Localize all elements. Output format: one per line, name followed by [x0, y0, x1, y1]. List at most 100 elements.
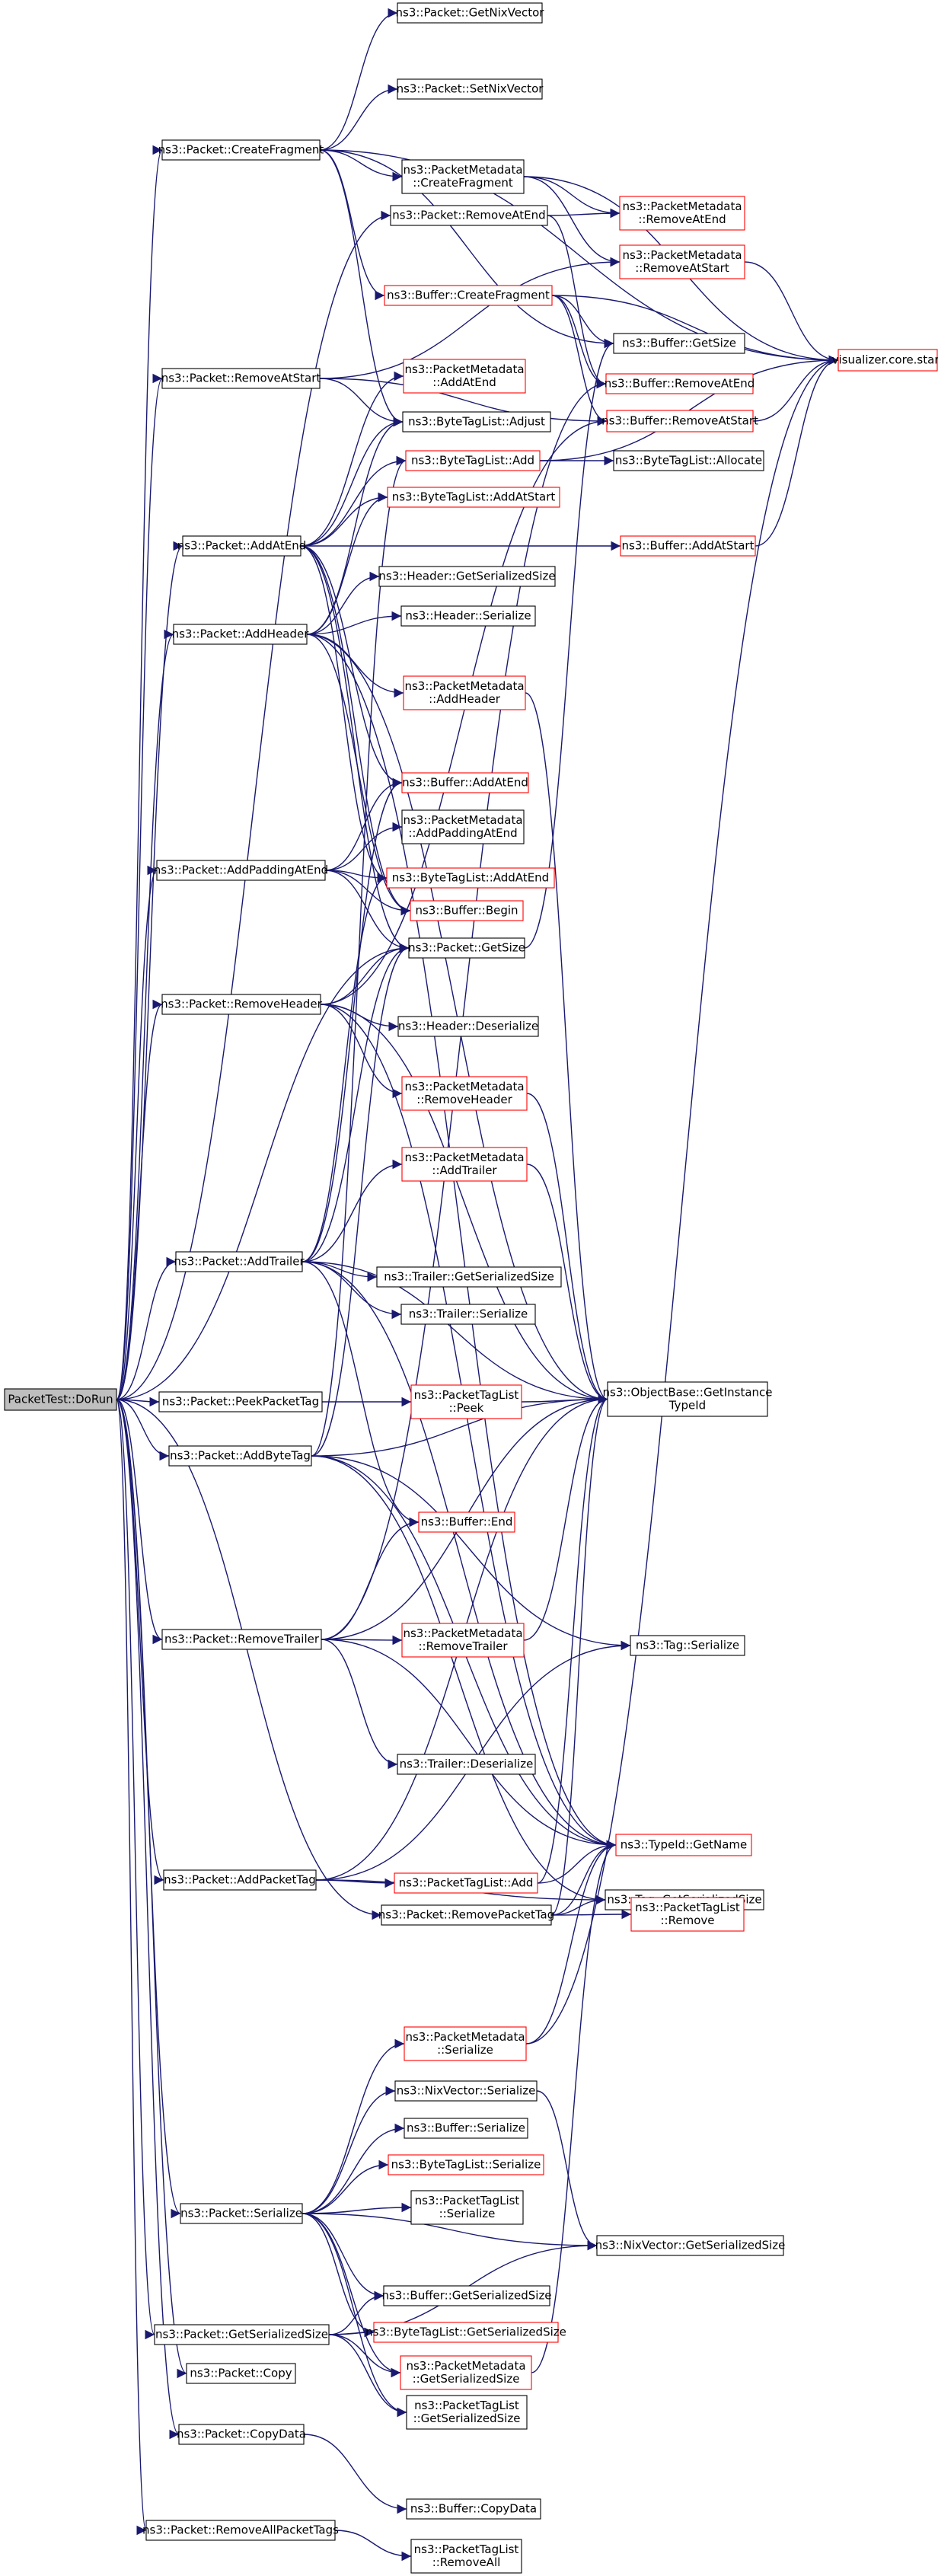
node-label: ns3::PacketMetadata: [622, 248, 742, 262]
node-box: [161, 994, 321, 1015]
edge-pm-getsersize-to-typeid-getname: [531, 1840, 617, 2373]
node-ptl-serialize[interactable]: ns3::PacketTagList::Serialize: [410, 2190, 524, 2225]
node-createfrag[interactable]: ns3::Packet::CreateFragment: [158, 139, 324, 161]
node-label: ::AddAtEnd: [432, 375, 496, 389]
node-ptl-remove[interactable]: ns3::PacketTagList::Remove: [630, 1897, 745, 1932]
node-btl-serialize[interactable]: ns3::ByteTagList::Serialize: [388, 2154, 544, 2175]
edge-addatend-to-buf-addatend: [300, 545, 403, 788]
node-getsersize[interactable]: ns3::Packet::GetSerializedSize: [154, 2324, 330, 2345]
node-peekpackettag[interactable]: ns3::Packet::PeekPacketTag: [158, 1391, 323, 1412]
node-btl-allocate[interactable]: ns3::ByteTagList::Allocate: [613, 450, 764, 471]
node-label: ns3::Buffer::Serialize: [407, 2121, 525, 2135]
node-ptl-peek[interactable]: ns3::PacketTagList::Peek: [410, 1384, 522, 1419]
edge-removetrailer-to-trl-deserialize: [321, 1639, 398, 1770]
node-hdr-getsersize[interactable]: ns3::Header::GetSerializedSize: [378, 566, 556, 587]
edge-addtrailer-to-typeid-getname: [302, 1261, 617, 1850]
node-buf-getsize[interactable]: ns3::Buffer::GetSize: [613, 333, 745, 354]
node-trl-serialize[interactable]: ns3::Trailer::Serialize: [400, 1304, 536, 1325]
node-box: [403, 359, 526, 394]
node-pm-removeatstart[interactable]: ns3::PacketMetadata::RemoveAtStart: [619, 244, 745, 279]
node-getsize[interactable]: ns3::Packet::GetSize: [408, 937, 525, 959]
node-addbytetag[interactable]: ns3::Packet::AddByteTag: [168, 1445, 312, 1467]
node-buf-addatend[interactable]: ns3::Buffer::AddAtEnd: [401, 772, 529, 793]
node-typeid-getname[interactable]: ns3::TypeId::GetName: [615, 1834, 752, 1856]
node-copy[interactable]: ns3::Packet::Copy: [186, 2363, 296, 2384]
node-label: ns3::ByteTagList::Serialize: [391, 2158, 541, 2172]
node-hdr-deserialize[interactable]: ns3::Header::Deserialize: [397, 1016, 539, 1037]
node-buf-serialize[interactable]: ns3::Buffer::Serialize: [404, 2118, 528, 2139]
edge-serialize-to-ptl-getsersize: [302, 2213, 407, 2418]
edge-addbytetag-to-getinstancetypeid: [311, 1394, 608, 1457]
node-pm-getsersize[interactable]: ns3::PacketMetadata::GetSerializedSize: [400, 2355, 532, 2390]
node-ptl-getsersize[interactable]: ns3::PacketTagList::GetSerializedSize: [406, 2395, 528, 2430]
node-removepackettag[interactable]: ns3::Packet::RemovePacketTag: [378, 1904, 555, 1926]
node-addpackettag[interactable]: ns3::Packet::AddPacketTag: [163, 1869, 317, 1891]
node-hdr-serialize[interactable]: ns3::Header::Serialize: [400, 605, 536, 627]
node-pm-addpaddingatend[interactable]: ns3::PacketMetadata::AddPaddingAtEnd: [401, 809, 525, 844]
node-box: [620, 535, 756, 557]
node-trl-deserialize[interactable]: ns3::Trailer::Deserialize: [397, 1754, 536, 1775]
node-label: ns3::Packet::GetSize: [408, 941, 525, 955]
edge-copydata-to-buf-copydata: [303, 2434, 407, 2514]
node-ptl-removeall[interactable]: ns3::PacketTagList::RemoveAll: [410, 2539, 522, 2574]
node-btl-adjust[interactable]: ns3::ByteTagList::Adjust: [402, 411, 551, 433]
node-btl-addatstart[interactable]: ns3::ByteTagList::AddAtStart: [387, 487, 560, 508]
edge-pm-addheader-to-getinstancetypeid: [525, 692, 608, 1404]
node-nix-serialize[interactable]: ns3::NixVector::Serialize: [394, 2080, 538, 2102]
node-buf-end[interactable]: ns3::Buffer::End: [418, 1511, 515, 1533]
node-btl-addatend[interactable]: ns3::ByteTagList::AddAtEnd: [386, 867, 555, 889]
node-removeheader[interactable]: ns3::Packet::RemoveHeader: [161, 994, 323, 1015]
node-pm-addheader[interactable]: ns3::PacketMetadata::AddHeader: [403, 675, 526, 710]
node-viz[interactable]: visualizer.core.start: [832, 349, 938, 372]
edge-addbytetag-to-getsize: [311, 943, 410, 1457]
node-layer: PacketTest::DoRun ns3::Packet::GetNixVect…: [4, 2, 938, 2574]
node-removeallpackettags[interactable]: ns3::Packet::RemoveAllPacketTags: [142, 2520, 339, 2541]
node-buf-removeatstart[interactable]: ns3::Buffer::RemoveAtStart: [601, 410, 758, 433]
node-getnix[interactable]: ns3::Packet::GetNixVector: [396, 2, 545, 24]
edge-buf-createfrag-to-buf-removeatend: [551, 295, 607, 389]
node-addtrailer[interactable]: ns3::Packet::AddTrailer: [174, 1251, 305, 1272]
node-box: [403, 675, 526, 710]
node-btl-add[interactable]: ns3::ByteTagList::Add: [405, 450, 541, 471]
node-addheader[interactable]: ns3::Packet::AddHeader: [172, 624, 310, 645]
node-buf-getsersize[interactable]: ns3::Buffer::GetSerializedSize: [381, 2285, 552, 2306]
node-serialize[interactable]: ns3::Packet::Serialize: [180, 2203, 303, 2224]
node-nix-getsersize[interactable]: ns3::NixVector::GetSerializedSize: [595, 2235, 786, 2256]
node-pm-addtrailer[interactable]: ns3::PacketMetadata::AddTrailer: [401, 1147, 528, 1182]
node-pm-addatend[interactable]: ns3::PacketMetadata::AddAtEnd: [403, 359, 526, 394]
node-addpaddingatend[interactable]: ns3::Packet::AddPaddingAtEnd: [154, 860, 328, 881]
node-pm-removeatend[interactable]: ns3::PacketMetadata::RemoveAtEnd: [619, 196, 745, 231]
node-setnix[interactable]: ns3::Packet::SetNixVector: [397, 78, 544, 100]
node-buf-copydata[interactable]: ns3::Buffer::CopyData: [406, 2498, 541, 2520]
node-buf-begin[interactable]: ns3::Buffer::Begin: [410, 900, 524, 921]
node-label: ns3::Packet::RemovePacketTag: [378, 1908, 555, 1922]
node-btl-getsersize[interactable]: ns3::ByteTagList::GetSerializedSize: [365, 2322, 566, 2343]
node-label: ns3::PacketTagList: [414, 2542, 519, 2556]
node-box: [410, 1384, 522, 1419]
node-buf-createfrag[interactable]: ns3::Buffer::CreateFragment: [384, 285, 553, 306]
node-removeatend[interactable]: ns3::Packet::RemoveAtEnd: [390, 205, 548, 226]
node-label: ns3::PacketTagList: [414, 2399, 519, 2412]
edge-addpaddingatend-to-buf-addatend: [324, 777, 403, 871]
node-copydata[interactable]: ns3::Packet::CopyData: [177, 2424, 306, 2445]
node-pm-serialize[interactable]: ns3::PacketMetadata::Serialize: [404, 2026, 527, 2061]
node-label: ns3::PacketMetadata: [622, 200, 742, 213]
node-pm-createfrag[interactable]: ns3::PacketMetadata::CreateFragment: [401, 159, 525, 194]
node-pm-removetrailer[interactable]: ns3::PacketMetadata::RemoveTrailer: [401, 1623, 525, 1658]
edge-removeallpackettags-to-ptl-removeall: [334, 2530, 412, 2562]
node-tag-serialize[interactable]: ns3::Tag::Serialize: [630, 1635, 745, 1656]
node-buf-removeatend[interactable]: ns3::Buffer::RemoveAtEnd: [605, 373, 755, 394]
node-pm-removeheader[interactable]: ns3::PacketMetadata::RemoveHeader: [401, 1076, 528, 1111]
node-label: ns3::Packet::CreateFragment: [158, 143, 324, 157]
edge-addtrailer-to-buf-end: [302, 1261, 420, 1527]
node-removetrailer[interactable]: ns3::Packet::RemoveTrailer: [161, 1629, 322, 1650]
node-root[interactable]: PacketTest::DoRun: [4, 1388, 117, 1411]
node-removeatstart[interactable]: ns3::Packet::RemoveAtStart: [161, 368, 321, 389]
node-ptl-add[interactable]: ns3::PacketTagList::Add: [394, 1872, 538, 1894]
edge-addheader-to-hdr-serialize: [306, 611, 402, 635]
node-trl-getsersize[interactable]: ns3::Trailer::GetSerializedSize: [376, 1266, 562, 1288]
node-buf-addatstart[interactable]: ns3::Buffer::AddAtStart: [620, 535, 756, 557]
node-label: ns3::Tag::Serialize: [636, 1639, 739, 1652]
node-addatend[interactable]: ns3::Packet::AddAtEnd: [177, 535, 307, 557]
